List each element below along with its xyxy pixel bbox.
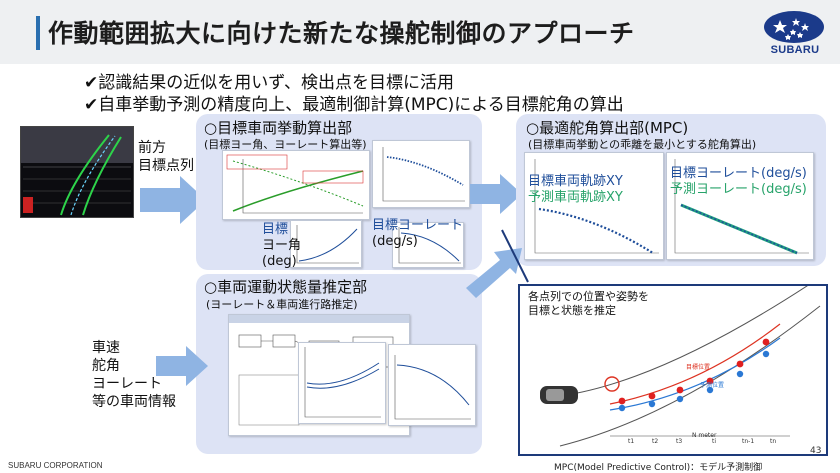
steering-angle-label: 舵角 xyxy=(92,358,120,374)
estimation-plot-screenshot xyxy=(298,342,386,424)
trajectory-plot-screenshot xyxy=(524,152,664,260)
state-panel-subtitle: (ヨーレート＆車両進行路推定) xyxy=(206,298,358,311)
bullet-1: ✔認識結果の近似を用いず、検出点を目標に活用 xyxy=(84,73,455,93)
target-calc-screenshot xyxy=(222,150,370,220)
vehicle-speed-label: 車速 xyxy=(92,340,120,356)
target-yaw-plot-icon xyxy=(382,147,465,202)
tick-tn: tn xyxy=(770,438,777,445)
target-points-label: 目標点列 xyxy=(138,158,194,174)
target-calc-plot-icon xyxy=(226,154,364,214)
vehicle-info-label: 等の車両情報 xyxy=(92,394,176,410)
arrow-to-target-panel-icon xyxy=(140,176,206,224)
yaw-rate-mpc-plot-icon xyxy=(674,159,809,255)
yaw-rate-label-2: (deg/s) xyxy=(372,234,418,249)
yaw-angle-label-3: (deg) xyxy=(262,254,297,269)
target-panel-title: ○目標車両挙動算出部 xyxy=(204,119,353,137)
tick-t2: t2 xyxy=(652,438,659,445)
callout-line-icon xyxy=(501,229,529,283)
yaw-rate-label-1: 目標ヨーレート xyxy=(372,218,464,233)
yaw-rate-plot-screenshot xyxy=(392,222,464,268)
target-trajectory-label: 目標車両軌跡XY xyxy=(528,174,623,189)
front-label: 前方 xyxy=(138,140,166,156)
prediction-diagram-box xyxy=(518,283,828,456)
target-yaw-rate-label: 目標ヨーレート(deg/s) xyxy=(670,166,807,181)
lane-detection-icon xyxy=(21,127,133,216)
n-meter-label: N meter xyxy=(692,432,717,439)
yaw-rate-mpc-plot-screenshot xyxy=(666,152,814,260)
yaw-angle-label-1: 目標 xyxy=(262,222,289,237)
predicted-yaw-rate-label: 予測ヨーレート(deg/s) xyxy=(670,182,807,197)
target-position-label: 目標位置 xyxy=(686,364,711,371)
arrow-to-state-panel-icon xyxy=(156,346,208,386)
frequency-response-screenshot xyxy=(388,344,476,426)
camera-image xyxy=(20,126,134,218)
trajectory-plot-icon xyxy=(534,159,659,254)
title-accent-bar xyxy=(36,16,40,50)
tick-tn-1: tn-1 xyxy=(742,438,755,445)
bullet-2: ✔自車挙動予測の精度向上、最適制御計算(MPC)による目標舵角の算出 xyxy=(84,95,624,115)
footer-mpc-note: MPC(Model Predictive Control)：モデル予測制御 xyxy=(554,463,763,473)
prediction-diagram-icon xyxy=(540,283,821,447)
arrow-to-mpc-panel-icon xyxy=(470,174,522,214)
diagram-caption-2: 目標と状態を推定 xyxy=(528,304,616,317)
state-panel-title: ○車両運動状態量推定部 xyxy=(204,278,368,296)
arrow-state-to-mpc-icon xyxy=(466,248,522,298)
estimation-plot-icon xyxy=(304,347,381,418)
page-title: 作動範囲拡大に向けた新たな操舵制御のアプローチ xyxy=(48,19,635,48)
target-panel-subtitle: (目標ヨー角、ヨーレート算出等) xyxy=(204,138,367,151)
predicted-trajectory-label: 予測車両軌跡XY xyxy=(528,190,623,205)
tick-t3: t3 xyxy=(676,438,683,445)
subaru-logo-icon xyxy=(764,11,824,43)
mpc-panel-title: ○最適舵角算出部(MPC) xyxy=(526,119,689,137)
yaw-angle-label-2: ヨー角 xyxy=(262,238,302,253)
yaw-angle-plot-screenshot xyxy=(290,220,362,268)
yaw-rate-info-label: ヨーレート xyxy=(92,376,162,392)
logo-text: SUBARU xyxy=(770,44,820,56)
predicted-position-label: 予測位置 xyxy=(700,382,725,389)
page-number: 43 xyxy=(810,446,822,456)
mpc-panel-subtitle: (目標車両挙動との乖離を最小とする舵角算出) xyxy=(528,138,757,151)
target-yaw-plot-screenshot xyxy=(372,140,470,208)
frequency-plot-icon xyxy=(394,355,471,420)
tick-ti: ti xyxy=(712,438,717,445)
yaw-angle-plot-icon xyxy=(296,225,359,264)
tick-t1: t1 xyxy=(628,438,635,445)
yaw-rate-plot-icon xyxy=(398,227,461,264)
diagram-caption-1: 各点列での位置や姿勢を xyxy=(528,290,649,303)
header-bar xyxy=(0,0,840,64)
footer-company: SUBARU CORPORATION xyxy=(8,461,103,470)
